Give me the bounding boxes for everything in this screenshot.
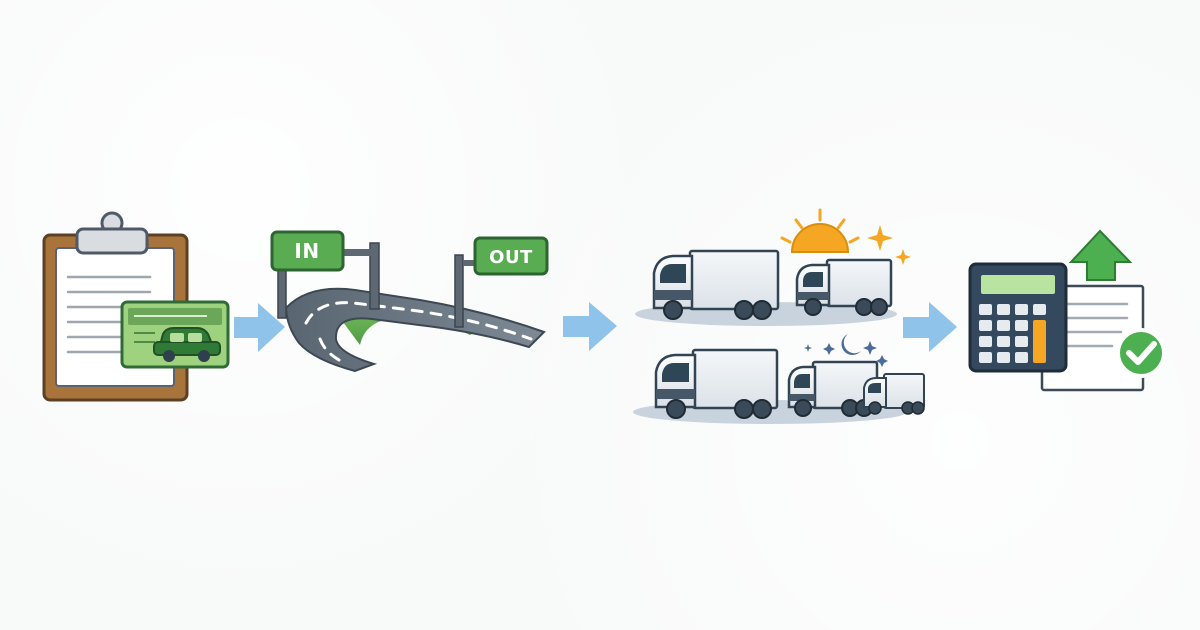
calculator-icon xyxy=(968,262,1068,373)
vehicle-registration-card-icon xyxy=(120,300,230,369)
truck-icon xyxy=(654,348,779,419)
exit-sign: OUT xyxy=(473,236,549,276)
check-badge-icon xyxy=(1116,328,1166,378)
trucks-day-night-icon xyxy=(633,208,925,424)
flow-arrow-1 xyxy=(234,303,285,352)
truck-icon xyxy=(795,258,893,316)
moon-icon xyxy=(804,334,888,367)
exit-sign-label: OUT xyxy=(489,247,533,268)
entry-sign-label: IN xyxy=(294,239,319,263)
flow-arrow-2 xyxy=(563,302,617,351)
truck-icon xyxy=(863,373,925,415)
car-icon xyxy=(153,327,221,362)
entry-sign: IN xyxy=(270,230,345,272)
up-arrow-icon xyxy=(1068,229,1133,281)
sun-icon xyxy=(780,208,911,265)
clipboard-clip-icon xyxy=(75,211,149,255)
truck-icon xyxy=(787,360,879,417)
highway-entry-exit-icon: IN OUT xyxy=(270,230,549,373)
calculator-with-approved-document-icon xyxy=(968,229,1166,392)
clipboard-with-car-card-icon xyxy=(42,211,230,402)
flow-arrow-3 xyxy=(903,302,957,352)
truck-icon xyxy=(652,249,780,320)
